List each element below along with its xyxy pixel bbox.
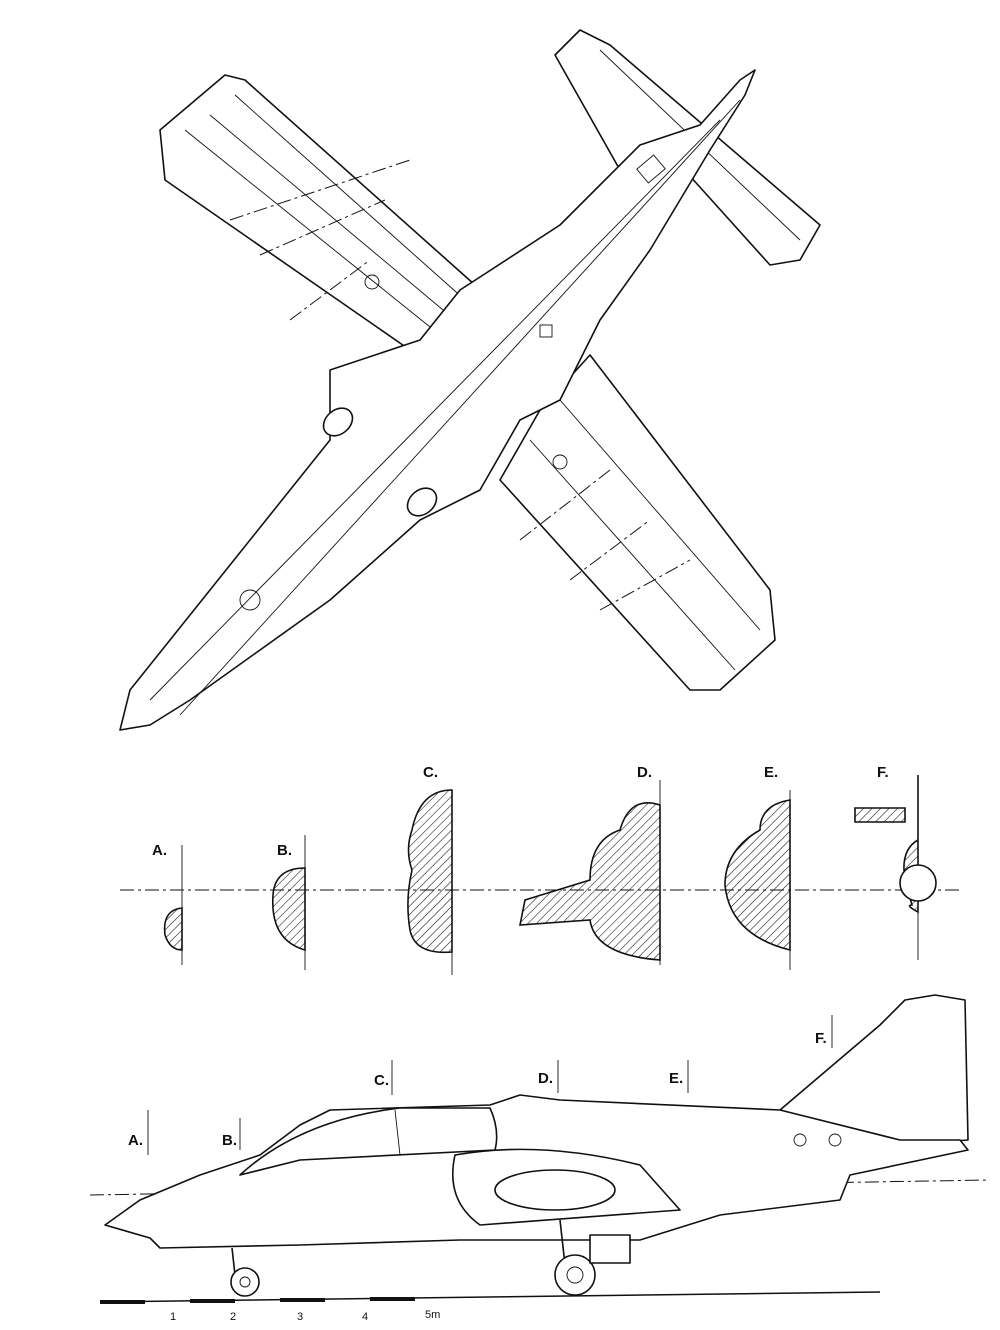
section-b: B.	[272, 835, 306, 970]
plan-view	[119, 29, 821, 731]
nose-gear	[230, 1247, 260, 1297]
section-e-label: E.	[764, 764, 778, 781]
section-a: A.	[152, 842, 183, 965]
side-label-c: C.	[374, 1072, 389, 1089]
section-f-label: F.	[877, 764, 889, 781]
section-e: E.	[724, 764, 791, 970]
side-label-b: B.	[222, 1132, 237, 1149]
side-label-d: D.	[538, 1070, 553, 1087]
scale-tick-2: 2	[230, 1311, 236, 1323]
scale-tick-3: 3	[297, 1311, 303, 1323]
side-view: A. B. C. D. E. F.	[89, 994, 991, 1297]
scale-tick-5m: 5m	[425, 1309, 440, 1321]
main-gear	[554, 1219, 631, 1296]
right-intake	[406, 487, 438, 517]
scale-tick-4: 4	[362, 1311, 368, 1323]
right-wing	[499, 354, 776, 691]
section-d-label: D.	[637, 764, 652, 781]
section-b-label: B.	[277, 842, 292, 859]
section-c-label: C.	[423, 764, 438, 781]
side-label-a: A.	[128, 1132, 143, 1149]
section-a-label: A.	[152, 842, 167, 859]
section-c: C.	[407, 764, 453, 975]
section-d: D.	[519, 764, 661, 965]
section-f: F.	[854, 764, 937, 960]
scale-bar: 1 2 3 4 5m	[99, 1291, 881, 1323]
cross-sections: A. B. C. D. E. F.	[120, 764, 960, 975]
canopy	[239, 1107, 498, 1176]
left-wing	[159, 74, 476, 351]
left-intake	[322, 407, 354, 437]
side-label-e: E.	[669, 1070, 683, 1087]
side-label-f: F.	[815, 1030, 827, 1047]
scale-tick-1: 1	[170, 1311, 176, 1323]
fuselage-plan	[119, 69, 756, 731]
